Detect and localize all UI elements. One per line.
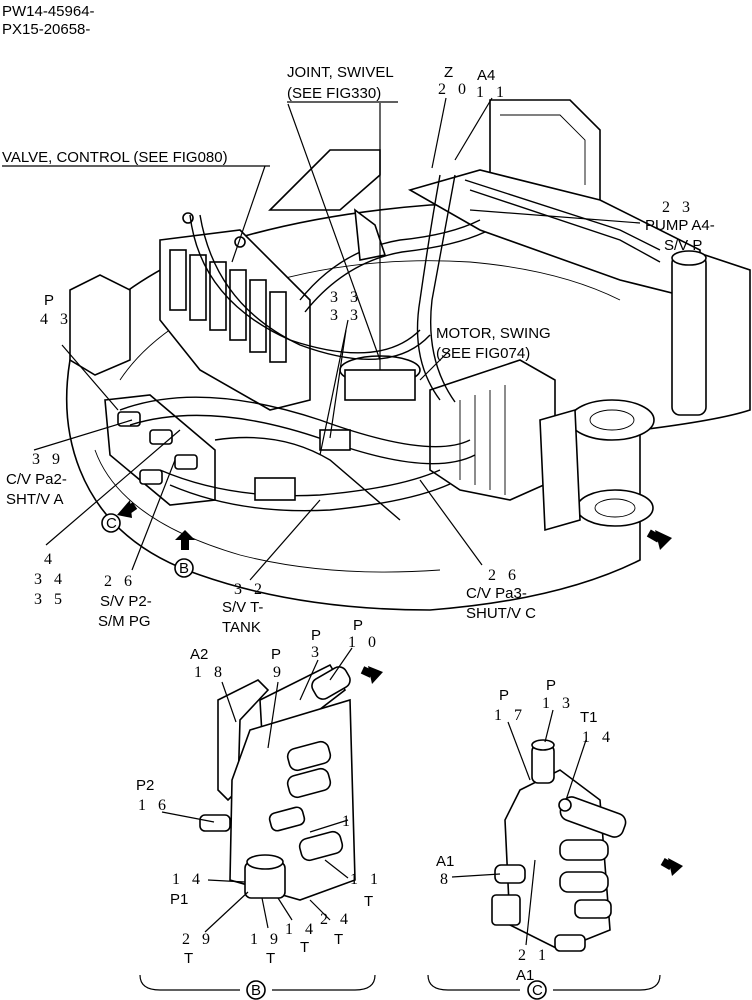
detail-c-part-13: 1 3 <box>542 695 574 712</box>
part-number-33b: 3 3 <box>330 307 362 324</box>
part-number-26b: 2 6 <box>488 567 520 584</box>
part-number-34: 3 4 <box>34 571 66 588</box>
control-valve-stack <box>159 212 311 411</box>
left-bracket <box>69 274 131 376</box>
mount-block <box>254 477 296 501</box>
frame-rail <box>268 149 381 211</box>
label-p: P <box>44 292 54 309</box>
detail-b-part-14a: 1 4 <box>172 871 204 888</box>
label-a4: A4 <box>477 67 495 84</box>
view-c-marker <box>101 513 121 533</box>
label-sm-pg: S/M PG <box>98 613 151 630</box>
detail-b-label-t14: T <box>300 939 309 956</box>
detail-c-part-17: 1 7 <box>494 707 526 724</box>
detail-b-label-p3: P <box>311 627 321 644</box>
label-sv-t: S/V T- <box>222 599 263 616</box>
bracket-view-b <box>139 974 376 991</box>
part-number-33a: 3 3 <box>330 289 362 306</box>
detail-c-part-8: 8 <box>440 871 452 888</box>
label-swivel-fig: (SEE FIG330) <box>287 85 381 102</box>
label-shut-v-c: SHUT/V C <box>466 605 536 622</box>
view-b-marker <box>174 558 194 578</box>
detail-b-pipe-a2 <box>217 679 270 802</box>
detail-c-label-t1: T1 <box>580 709 598 726</box>
detail-c-label-a1: A1 <box>436 853 454 870</box>
part-number-35: 3 5 <box>34 591 66 608</box>
detail-b-part-1: 1 <box>342 813 354 830</box>
label-swing-motor-fig: (SEE FIG074) <box>436 345 530 362</box>
detail-c-part-14: 1 4 <box>582 729 614 746</box>
label-z: Z <box>444 64 453 81</box>
detail-view-c <box>491 739 683 952</box>
detail-b-label-t11: T <box>364 893 373 910</box>
serial-number-2: PX15-20658- <box>2 21 90 38</box>
detail-b-label-p1: P1 <box>170 891 188 908</box>
bracket-c-marker <box>527 980 547 1000</box>
part-number-39: 3 9 <box>32 451 64 468</box>
view-c-letter: C <box>106 515 117 532</box>
part-number-43: 4 3 <box>40 311 72 328</box>
detail-c-label-a1b: A1 <box>516 967 534 984</box>
bracket-b-marker <box>246 980 266 1000</box>
label-swing-motor: MOTOR, SWING <box>436 325 551 342</box>
leader-lines <box>33 97 641 581</box>
detail-b-part-3: 3 <box>311 644 323 661</box>
bracket-c-letter: C <box>532 982 543 999</box>
label-swivel-joint: JOINT, SWIVEL <box>287 64 394 81</box>
part-number-20: 2 0 <box>438 81 470 98</box>
detail-b-part-19: 1 9 <box>250 931 282 948</box>
detail-b-label-p9: P <box>271 646 281 663</box>
detail-b-part-29: 2 9 <box>182 931 214 948</box>
detail-c-part-21: 2 1 <box>518 947 550 964</box>
label-tank: TANK <box>222 619 261 636</box>
swing-motor <box>429 359 556 501</box>
detail-b-label-t29: T <box>184 950 193 967</box>
serial-number-1: PW14-45964- <box>2 3 95 20</box>
label-sht-v-a: SHT/V A <box>6 491 64 508</box>
part-number-23: 2 3 <box>662 199 694 216</box>
detail-b-label-p10: P <box>353 617 363 634</box>
label-sv-p: S/V P <box>664 237 702 254</box>
part-number-32: 3 2 <box>234 581 266 598</box>
detail-b-leaders <box>161 647 353 933</box>
detail-b-label-a2: A2 <box>190 646 208 663</box>
label-cv-pa2: C/V Pa2- <box>6 471 67 488</box>
detail-c-label-p13: P <box>546 677 556 694</box>
label-cv-pa3: C/V Pa3- <box>466 585 527 602</box>
detail-b-part-11: 1 1 <box>350 871 382 888</box>
detail-b-part-14b: 1 4 <box>285 921 317 938</box>
detail-b-part-9: 9 <box>273 664 285 681</box>
part-number-11: 1 1 <box>476 84 508 101</box>
label-control-valve: VALVE, CONTROL (SEE FIG080) <box>2 149 228 166</box>
detail-b-part-10: 1 0 <box>348 634 380 651</box>
view-b-letter: B <box>179 560 189 577</box>
bracket-b-letter: B <box>251 982 261 999</box>
detail-b-part-24: 2 4 <box>320 911 352 928</box>
detail-b-label-t24: T <box>334 931 343 948</box>
detail-c-label-p17: P <box>499 687 509 704</box>
part-number-4: 4 <box>44 551 56 568</box>
detail-b-part-18: 1 8 <box>194 664 226 681</box>
bracket-view-c <box>427 974 661 991</box>
label-sv-p2: S/V P2- <box>100 593 152 610</box>
main-assembly-drawing <box>65 99 751 611</box>
swing-ring-lower <box>576 489 654 527</box>
post-cylinder <box>671 254 707 416</box>
part-number-26a: 2 6 <box>104 573 136 590</box>
detail-view-b <box>199 663 383 901</box>
detail-c-leaders <box>451 709 587 946</box>
label-pump-a4: PUMP A4- <box>645 217 715 234</box>
hose-bundle <box>119 174 661 521</box>
detail-b-part-16: 1 6 <box>138 797 170 814</box>
swing-ring-upper <box>569 399 655 441</box>
detail-b-label-t19: T <box>266 950 275 967</box>
arrow-view-b-icon <box>175 530 195 540</box>
detail-b-label-p2: P2 <box>136 777 154 794</box>
